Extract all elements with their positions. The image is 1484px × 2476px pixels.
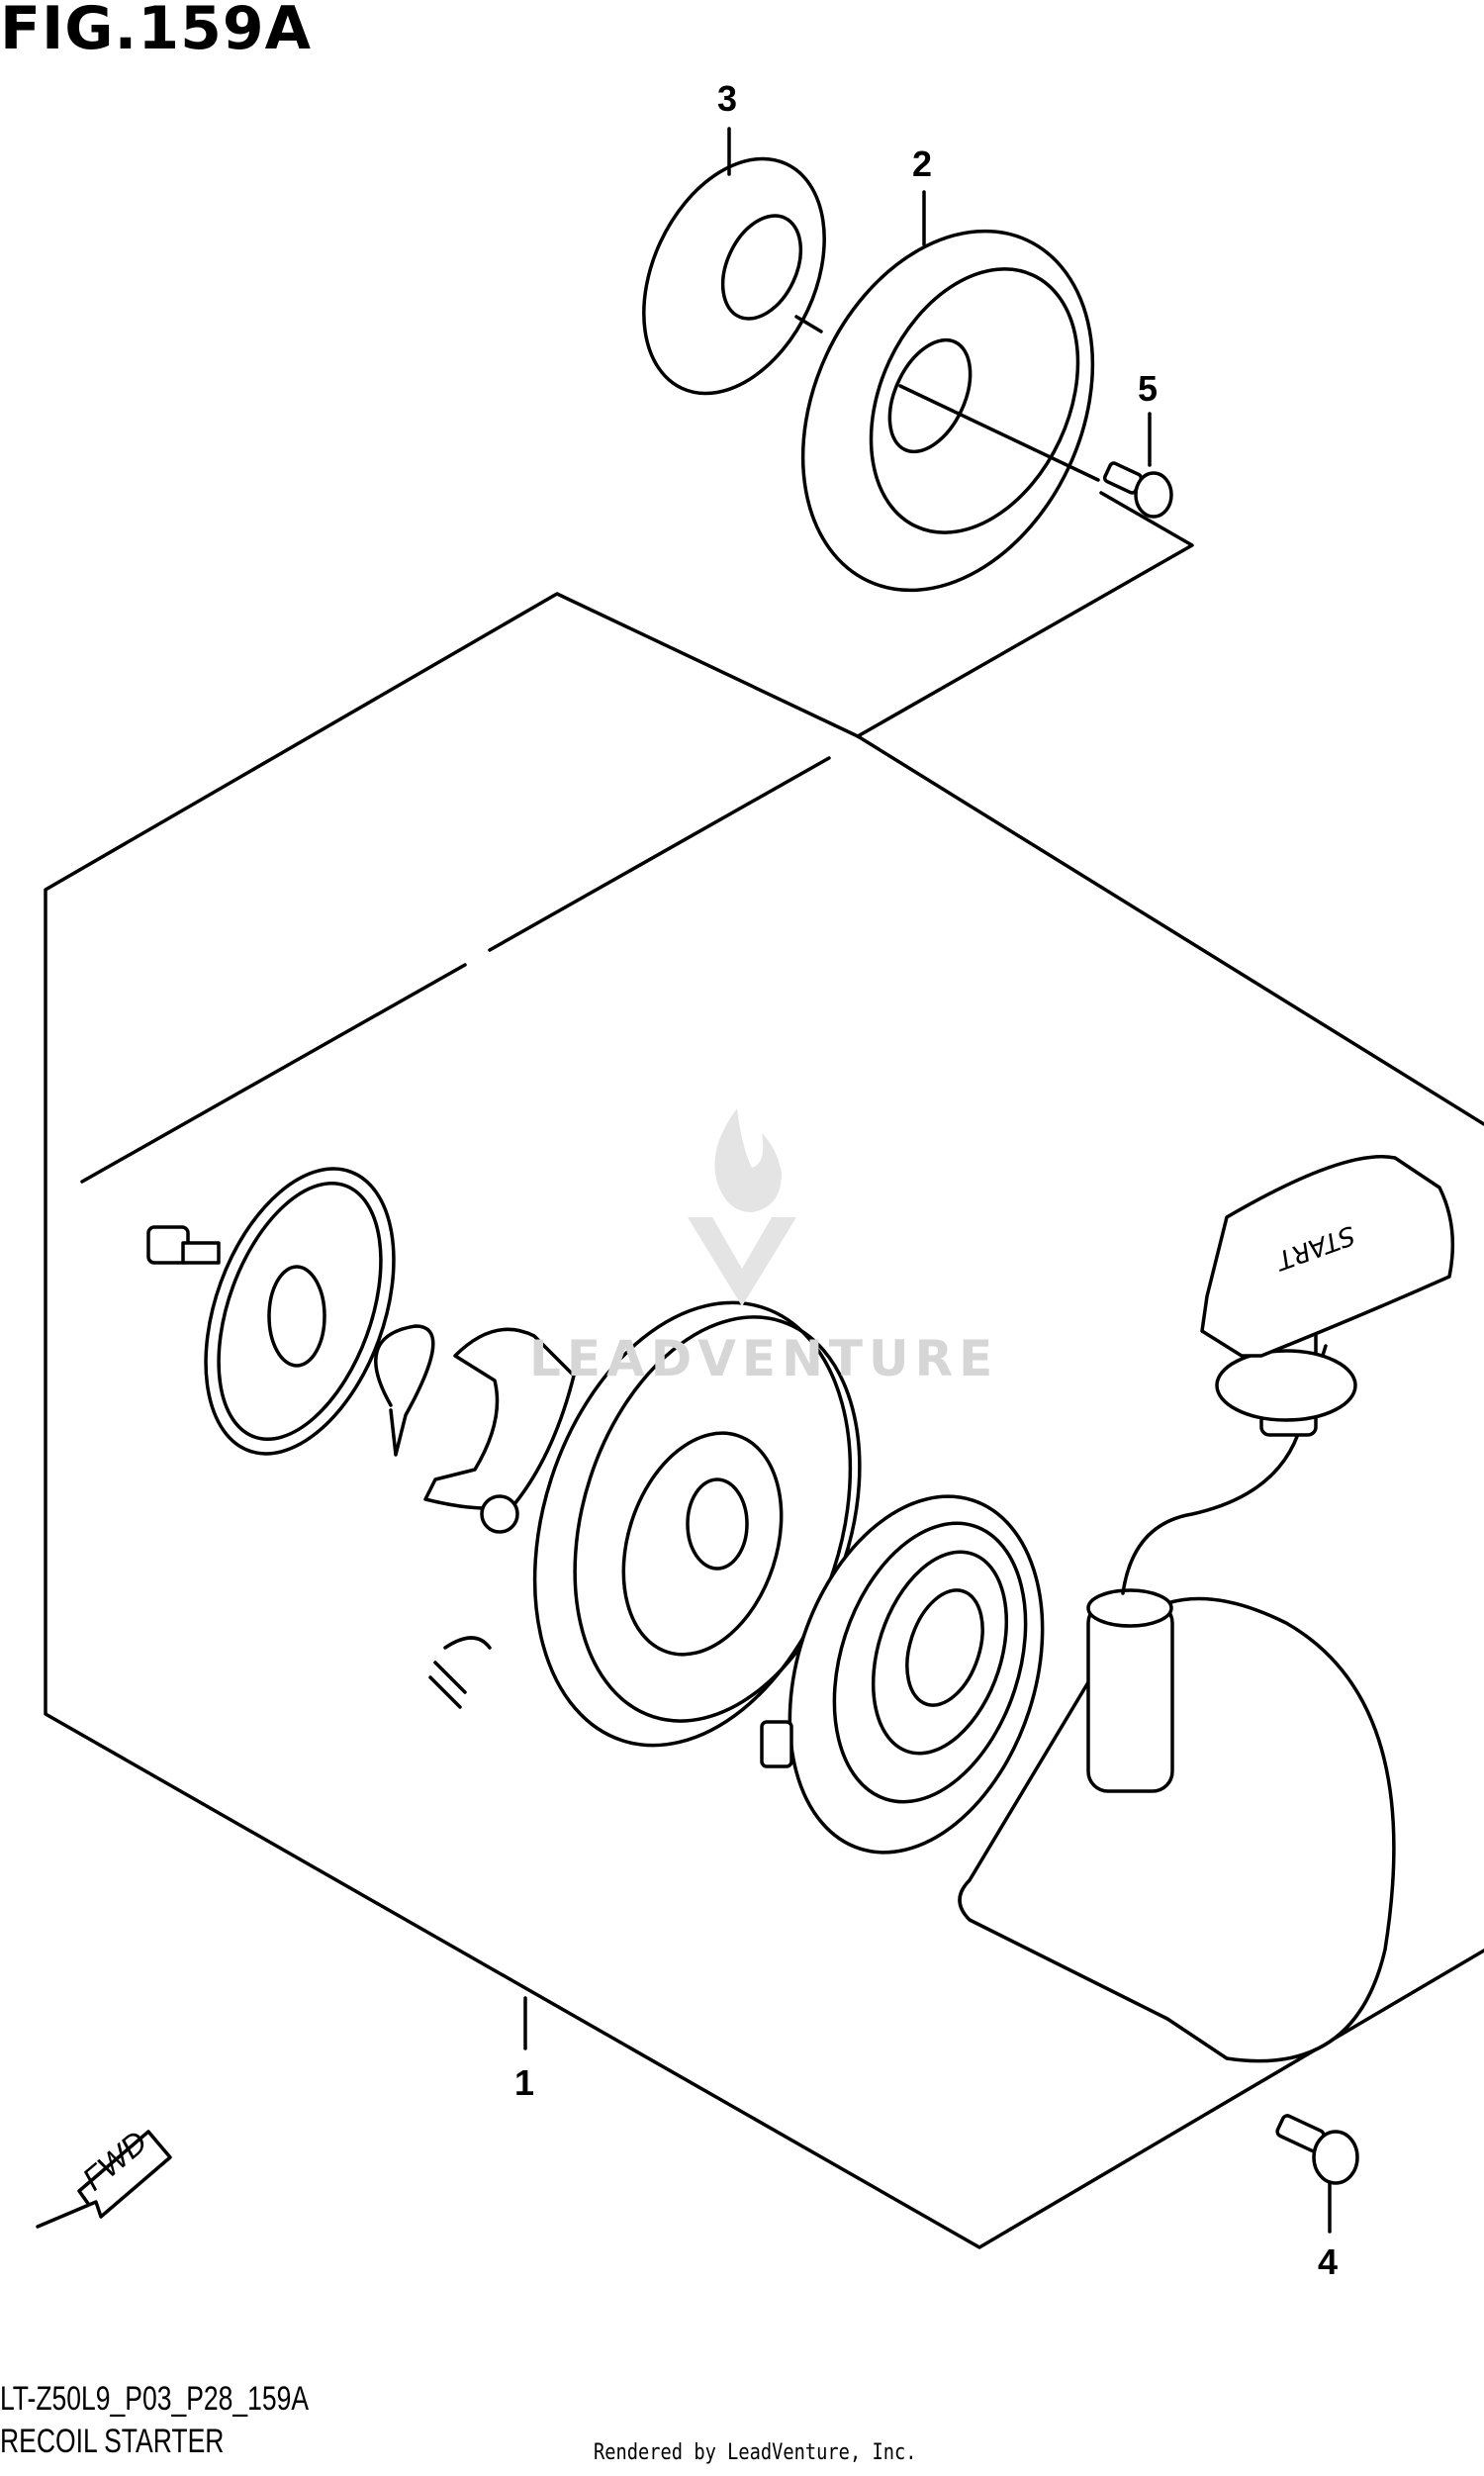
figure-code: LT-Z50L9_P03_P28_159A bbox=[0, 2380, 310, 2418]
part-5-bolt bbox=[1102, 461, 1173, 519]
callouts: 3 2 5 1 4 bbox=[514, 78, 1338, 2282]
figure-name: RECOIL STARTER bbox=[0, 2423, 225, 2460]
reel-pulley bbox=[532, 1300, 862, 1748]
fwd-direction-arrow: FWD bbox=[36, 2124, 172, 2229]
render-credit: Rendered by LeadVenture, Inc. bbox=[594, 2440, 917, 2465]
callout-1: 1 bbox=[514, 2062, 534, 2103]
callout-2: 2 bbox=[912, 143, 932, 184]
small-bolt bbox=[146, 1225, 221, 1265]
ratchet-spring bbox=[428, 1636, 492, 1709]
figure-title: FIG.159A bbox=[0, 0, 313, 63]
callout-5: 5 bbox=[1138, 368, 1158, 409]
ratchet bbox=[423, 1327, 576, 1534]
starter-handle: START bbox=[1200, 1155, 1455, 1437]
part-4-bolt bbox=[1275, 2114, 1359, 2185]
starter-rope bbox=[1121, 1344, 1328, 1595]
assembly-box bbox=[44, 491, 1484, 2249]
starter-case bbox=[958, 1588, 1396, 2063]
callout-3: 3 bbox=[717, 78, 737, 119]
part-2-starter-hub bbox=[800, 229, 1100, 593]
recoil-spring bbox=[760, 1494, 1045, 1855]
callout-4: 4 bbox=[1318, 2241, 1338, 2282]
part-1-recoil-starter-assembly: START bbox=[146, 1155, 1455, 2063]
friction-spring bbox=[374, 1324, 435, 1457]
cover-plate bbox=[204, 1167, 396, 1456]
part-3-oil-seal bbox=[642, 156, 826, 396]
